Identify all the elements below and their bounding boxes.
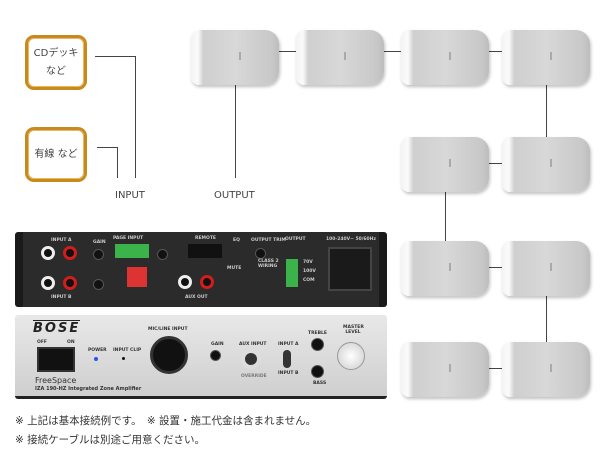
output-trim-label: OUTPUT TRIM [251, 238, 286, 243]
mic-line-label: MIC/LINE INPUT [148, 327, 188, 332]
speaker [191, 30, 279, 85]
clip-led [122, 357, 125, 360]
source-cable-broadcast: 有線 など [25, 127, 87, 182]
dip-switch [127, 267, 147, 287]
aux-out-jack [178, 275, 192, 289]
rca-jack [63, 246, 77, 260]
treble-label: TREBLE [308, 331, 327, 336]
output-label: OUTPUT [214, 190, 255, 201]
speaker [502, 137, 590, 192]
gain-label: GAIN [93, 240, 106, 245]
input-selector-switch[interactable] [283, 350, 291, 368]
rca-jack [41, 246, 55, 260]
wire [488, 51, 502, 52]
bass-knob[interactable] [311, 365, 324, 378]
input-a-label: INPUT A [51, 238, 72, 243]
output-label: OUTPUT [285, 237, 306, 242]
aux-input-jack [241, 349, 261, 369]
aux-out-jack [200, 275, 214, 289]
input-clip-label: INPUT CLIP [113, 348, 142, 353]
page-input-label: PAGE INPUT [113, 236, 144, 241]
eq-label: EQ [233, 238, 240, 243]
power-led [94, 357, 98, 361]
aux-out-label: AUX OUT [185, 295, 208, 300]
power-inlet [328, 247, 372, 291]
gain-label: GAIN [211, 342, 224, 347]
power-spec-label: 100-240V~ 50/60Hz [326, 237, 377, 242]
wire [95, 56, 135, 57]
speaker [401, 30, 489, 85]
speaker [401, 342, 489, 397]
wire [383, 51, 403, 52]
class2-label: CLASS 2 WIRING [258, 259, 279, 269]
speaker [401, 137, 489, 192]
gain-knob [93, 249, 104, 260]
output-trim-knob [255, 248, 266, 259]
amplifier-front-panel: BOSE OFF ON FreeSpace IZA 190-HZ Integra… [15, 315, 387, 399]
speaker-output-terminal [286, 259, 298, 287]
amplifier-back-panel: INPUT A INPUT B GAIN PAGE INPUT REMOTE A… [15, 232, 387, 307]
speaker [502, 241, 590, 296]
model-description: IZA 190-HZ Integrated Zone Amplifier [35, 386, 142, 392]
treble-knob[interactable] [311, 338, 324, 351]
remote-terminal [188, 244, 222, 258]
wire [546, 294, 547, 342]
remote-label: REMOTE [195, 236, 216, 241]
speaker [401, 241, 489, 296]
rca-jack [41, 276, 55, 290]
gain-knob[interactable] [210, 350, 221, 361]
master-level-label: MASTER LEVEL [343, 325, 364, 335]
70v-label: 70V [303, 260, 313, 265]
wire [488, 368, 502, 369]
wire [135, 56, 136, 178]
speaker [502, 30, 590, 85]
note-line-1: ※ 上記は基本接続例です。 ※ 設置・施工代金は含まれません。 [15, 415, 317, 427]
input-label: INPUT [115, 190, 145, 201]
off-label: OFF [37, 340, 47, 345]
on-label: ON [67, 340, 75, 345]
wire [445, 190, 446, 242]
input-b-label: INPUT B [278, 371, 299, 376]
com-label: COM [303, 278, 315, 283]
wire [488, 267, 502, 268]
power-switch[interactable] [37, 347, 75, 372]
wire [97, 147, 117, 148]
input-a-label: INPUT A [278, 342, 299, 347]
wire [488, 163, 502, 164]
wire [546, 84, 547, 138]
wire [278, 51, 298, 52]
terminal-block [115, 244, 149, 258]
master-level-knob[interactable] [337, 342, 365, 370]
model-name: FreeSpace [35, 376, 77, 385]
gain-knob [157, 249, 168, 260]
bose-logo: BOSE [33, 320, 81, 336]
wire [235, 80, 236, 178]
gain-knob [93, 279, 104, 290]
input-b-label: INPUT B [51, 295, 72, 300]
note-line-2: ※ 接続ケーブルは別途ご用意ください。 [15, 434, 206, 446]
override-label: OVERRIDE [241, 374, 267, 379]
100v-label: 100V [303, 269, 316, 274]
rca-jack [63, 276, 77, 290]
speaker [296, 30, 384, 85]
wire [117, 147, 118, 178]
source-cd-deck: CDデッキ など [25, 35, 87, 90]
mute-label: MUTE [227, 266, 242, 271]
speaker [502, 342, 590, 397]
mic-line-jack [150, 336, 188, 374]
aux-input-label: AUX INPUT [239, 342, 267, 347]
bass-label: BASS [313, 381, 327, 386]
power-label: POWER [88, 348, 107, 353]
